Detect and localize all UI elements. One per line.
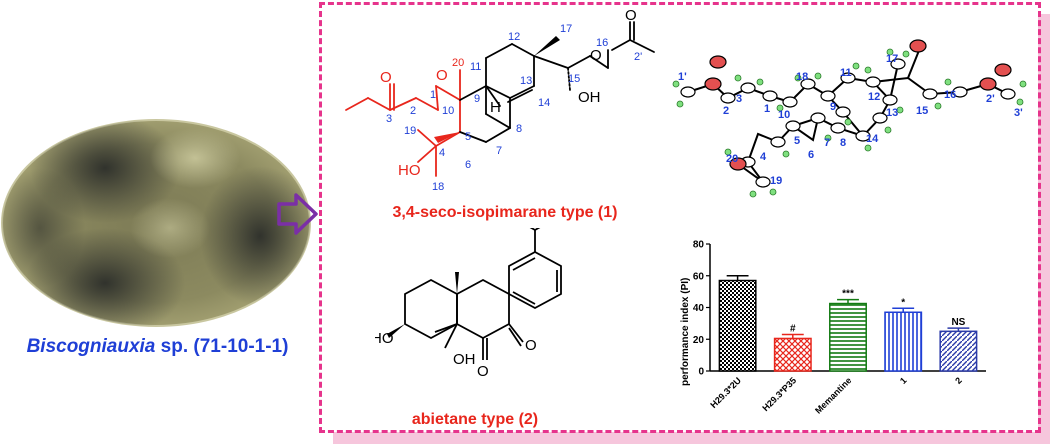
chart-y-tick-label: 80 [693,240,705,251]
chart-significance-label: # [790,323,796,334]
crystal-label-8: 8 [840,137,846,149]
compound1-caption: 3,4-seco-isopimarane type (1) [392,204,618,221]
c1-num-13: 13 [520,75,532,87]
organism-strain: sp. (71-10-1-1) [155,336,289,357]
chart-x-tick-label: 1 [898,375,909,386]
arrow-right-icon [276,192,320,241]
crystal-label-15: 15 [916,105,928,117]
chart-bar [884,311,923,372]
chart-y-tick-label: 40 [693,303,705,314]
chart-bar [773,337,812,372]
crystal-label-1: 1 [764,103,770,115]
c1-num-12: 12 [508,31,520,43]
frame-shadow-bottom [333,432,1050,444]
c1-num-8: 8 [516,123,522,135]
crystal-label-2: 2 [723,105,729,117]
crystal-label-12: 12 [868,91,880,103]
crystal-label-13: 13 [886,107,898,119]
c1-num-9: 9 [474,93,480,105]
crystal-label-6: 6 [808,149,814,161]
c1-hydroxyl-right: OH [578,89,601,106]
crystal-label-18: 18 [796,71,808,83]
chart-y-tick-label: 20 [693,335,705,346]
c2-ketone-o1: O [525,337,537,354]
chart-y-tick-label: 0 [698,367,704,378]
crystal-label-2p: 2' [986,93,995,105]
chart-significance-label: NS [951,317,965,328]
c1-num-6: 6 [465,159,471,171]
crystal-label-4: 4 [760,151,767,163]
crystal-label-20: 20 [726,153,738,165]
c1-num-7: 7 [496,145,502,157]
c2-hydroxyl-left: HO [375,330,394,347]
compound2-structure: HO OH O O [375,228,562,380]
c1-ester-o: O [590,47,602,64]
c1-num-2prime: 2' [634,51,642,63]
chart-x-tick-label: Memantine [813,375,853,415]
c1-num-5: 5 [465,131,471,143]
c1-num-14: 14 [538,97,550,109]
crystal-label-10: 10 [778,109,790,121]
c1-acetyl-o: O [625,10,637,24]
c1-num-2: 2 [410,105,416,117]
chart-significance-label: *** [842,289,854,300]
compound2-caption: abietane type (2) [411,411,539,428]
organism-genus: Biscogniauxia [26,336,156,357]
c1-hydroxyl-left: HO [398,162,421,179]
crystal-label-3p: 3' [1014,107,1023,119]
chart-y-tick-label: 60 [693,271,705,282]
c1-num-15: 15 [568,73,580,85]
c1-num-1: 1 [430,89,436,101]
compound1-structure: O O HO OH H O O 1 2 3 4 5 6 7 8 9 10 11 … [345,10,655,193]
c1-num-10: 10 [442,105,454,117]
c1-num-4: 4 [439,147,445,159]
c1-carbonyl-o: O [380,69,392,86]
c1-num-16: 16 [596,37,608,49]
c2-hydroxyl-right: OH [453,351,476,368]
organism-caption: Biscogniauxia sp. (71-10-1-1) [0,336,315,358]
dashed-frame [319,2,1041,433]
crystal-label-17: 17 [886,53,898,65]
crystal-label-7: 7 [824,137,830,149]
crystal-structure: 1' 2 3 1 20 18 10 9 11 12 17 13 16 15 14… [672,39,1027,198]
chart-bar [718,279,757,372]
c1-hydrogen: H [490,99,501,116]
chart-significance-label: * [901,297,905,308]
c1-ketone-o: O [436,67,448,84]
crystal-label-5: 5 [794,135,800,147]
crystal-label-1p: 1' [678,71,687,83]
chart-y-axis-label: performance index (PI) [680,278,691,386]
c2-ketone-o2: O [477,363,489,380]
culture-plate-image [0,118,312,333]
c1-num-17: 17 [560,23,572,35]
frame-shadow-right [1038,14,1050,442]
chart-x-tick-label: H29.3*2U [708,375,743,410]
crystal-label-3: 3 [736,93,742,105]
chart-x-tick-label: H29.3*P35 [760,375,798,413]
crystal-label-11: 11 [840,67,852,79]
chart-x-tick-label: 2 [953,375,964,386]
chart-bar [939,330,978,372]
crystal-label-16: 16 [944,89,956,101]
crystal-label-9: 9 [830,101,836,113]
crystal-label-14: 14 [866,133,879,145]
chart-bar [829,302,867,372]
crystal-label-19: 19 [770,175,782,187]
performance-chart: performance index (PI) 0 20 40 60 80 H29.3*2… [680,240,986,416]
c1-num-18: 18 [432,181,444,193]
c1-num-11: 11 [470,61,481,73]
c1-num-19: 19 [404,125,416,137]
c1-num-3: 3 [386,113,392,125]
c1-num-20: 20 [452,57,464,69]
